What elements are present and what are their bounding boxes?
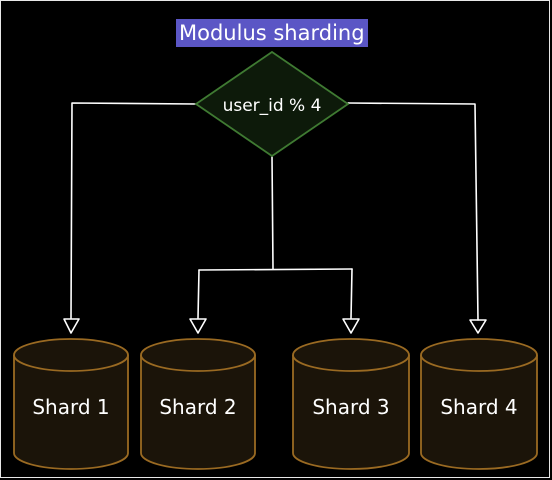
shard-3-body [292, 355, 410, 470]
shard-group: Shard 1 Shard 2 Shard 3 Shard 4 [13, 338, 538, 470]
shard-4-top [420, 338, 538, 372]
decision-label: user_id % 4 [223, 96, 322, 116]
shard-4-label: Shard 4 [440, 395, 517, 419]
shard-3-top [292, 338, 410, 372]
arrowhead-shard-3 [342, 318, 360, 334]
arrow-to-shard-2 [197, 269, 200, 319]
shard-4: Shard 4 [420, 338, 538, 470]
shard-1-top [13, 338, 129, 372]
shard-2-body [140, 355, 256, 470]
arrow-to-shard-3 [350, 268, 353, 319]
arrow-branch [198, 268, 353, 271]
shard-4-body [420, 355, 538, 470]
arrow-to-shard-1 [70, 102, 197, 319]
shard-3-label: Shard 3 [312, 395, 389, 419]
decision-diamond [194, 50, 350, 158]
shard-1: Shard 1 [13, 338, 129, 470]
arrowhead-shard-2 [189, 318, 207, 334]
arrowhead-shard-1 [63, 318, 80, 334]
decision-node: user_id % 4 [194, 50, 350, 158]
shard-2-label: Shard 2 [159, 395, 236, 419]
shard-1-label: Shard 1 [32, 395, 109, 419]
arrowhead-shard-4 [469, 319, 487, 334]
shard-2-top [140, 338, 256, 372]
shard-2: Shard 2 [140, 338, 256, 470]
connectors [63, 102, 487, 334]
diagram-title: Modulus sharding [176, 19, 368, 47]
arrow-to-shard-4 [347, 102, 479, 321]
arrow-trunk [271, 155, 274, 270]
shard-3: Shard 3 [292, 338, 410, 470]
shard-1-body [13, 355, 129, 470]
